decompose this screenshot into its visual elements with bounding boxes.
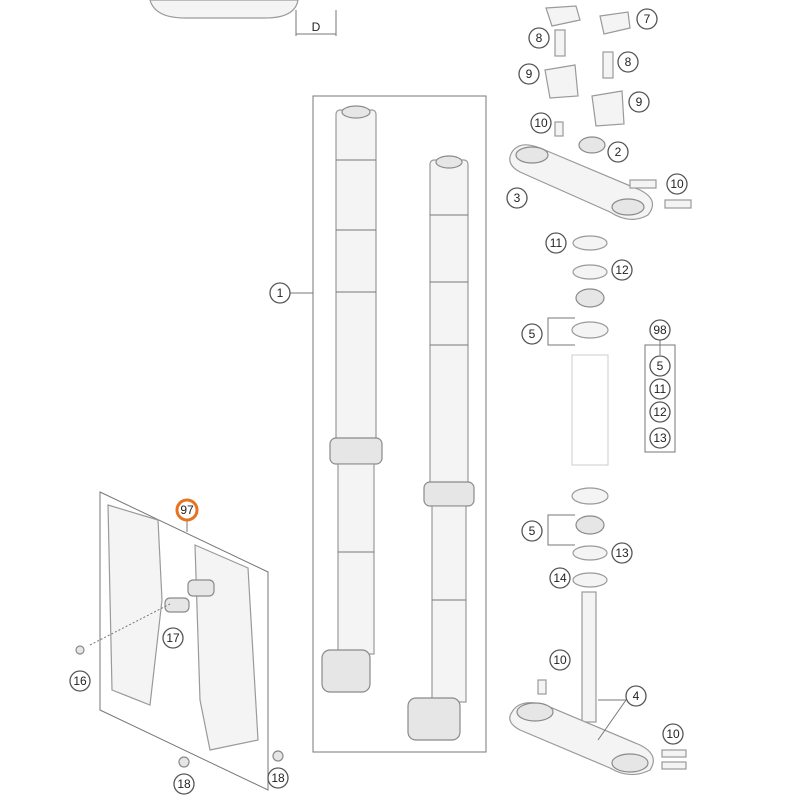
callout-circle [649, 319, 671, 341]
callout-circle [625, 685, 647, 707]
callout-number: 10 [666, 727, 680, 741]
callout-circle [521, 520, 543, 542]
callout-10: 10 [666, 173, 688, 195]
callout-number: 2 [615, 145, 622, 159]
callout-number: 10 [670, 177, 684, 191]
callout-number: 5 [529, 524, 536, 538]
callout-circle [617, 51, 639, 73]
callout-circle [649, 355, 671, 377]
callout-14: 14 [549, 567, 571, 589]
callout-18: 18 [267, 767, 289, 789]
callout-10: 10 [530, 112, 552, 134]
callout-13: 13 [649, 427, 671, 449]
callout-98: 98 [649, 319, 671, 341]
callout-number: 9 [526, 67, 533, 81]
callout-circle [662, 723, 684, 745]
callout-circle [162, 627, 184, 649]
callout-number: 97 [180, 503, 194, 517]
callout-circle [649, 378, 671, 400]
callout-circle [649, 401, 671, 423]
callout-circle [267, 767, 289, 789]
callout-9: 9 [518, 63, 540, 85]
callout-number: 14 [553, 571, 567, 585]
fork-group-frame [312, 95, 487, 753]
callout-circle [611, 542, 633, 564]
callout-circle [528, 27, 550, 49]
callout-number: 11 [654, 382, 667, 396]
callout-number: 13 [653, 431, 667, 445]
callout-circle [649, 427, 671, 449]
callout-number: 10 [534, 116, 548, 130]
callout-number: 10 [553, 653, 567, 667]
callout-7: 7 [636, 8, 658, 30]
callout-circle [506, 187, 528, 209]
callout-11: 11 [649, 378, 671, 400]
callout-circle [269, 282, 291, 304]
callout-number: 5 [529, 327, 536, 341]
callout-circle [521, 323, 543, 345]
callout-circle [518, 63, 540, 85]
callout-number: 12 [653, 405, 667, 419]
callout-number: 98 [653, 323, 667, 337]
callout-number: 8 [625, 55, 632, 69]
callout-97: 97 [175, 498, 199, 522]
callout-17: 17 [162, 627, 184, 649]
callout-circle [545, 232, 567, 254]
callout-5: 5 [521, 323, 543, 345]
callout-16: 16 [69, 670, 91, 692]
callout-number: 5 [657, 359, 664, 373]
steering-bearings [547, 235, 609, 588]
callout-1: 1 [269, 282, 291, 304]
callout-number: 4 [633, 689, 640, 703]
callout-12: 12 [649, 401, 671, 423]
callout-number: 13 [615, 546, 629, 560]
fork-leg-left [321, 105, 383, 693]
callout-number: 11 [550, 236, 563, 250]
callout-number: 18 [271, 771, 285, 785]
top-clamp-partial: D [149, 0, 337, 36]
callout-number: 3 [514, 191, 521, 205]
callout-18: 18 [173, 773, 195, 795]
fork-guard-kit [75, 491, 284, 791]
callout-number: 12 [615, 263, 629, 277]
callout-8: 8 [617, 51, 639, 73]
callout-circle [530, 112, 552, 134]
fork-leg-right [407, 155, 475, 741]
callout-10: 10 [549, 649, 571, 671]
callout-circle [173, 773, 195, 795]
callout-5: 5 [521, 520, 543, 542]
callout-circle [636, 8, 658, 30]
callout-circle [607, 141, 629, 163]
callout-number: 1 [277, 286, 284, 300]
callout-12: 12 [611, 259, 633, 281]
callout-number: 17 [166, 631, 180, 645]
upper-clamp-parts [509, 5, 692, 220]
callout-10: 10 [662, 723, 684, 745]
callout-11: 11 [545, 232, 567, 254]
callout-3: 3 [506, 187, 528, 209]
callout-number: 16 [73, 674, 87, 688]
callout-13: 13 [611, 542, 633, 564]
callout-circle [666, 173, 688, 195]
callout-8: 8 [528, 27, 550, 49]
callout-number: 18 [177, 777, 191, 791]
callout-circle [175, 498, 199, 522]
lower-clamp [509, 591, 687, 776]
callout-9: 9 [628, 91, 650, 113]
callout-circle [628, 91, 650, 113]
dimension-label: D [312, 20, 321, 34]
callout-2: 2 [607, 141, 629, 163]
callout-number: 7 [644, 12, 651, 26]
callout-number: 8 [536, 31, 543, 45]
callout-circle [549, 567, 571, 589]
callout-4: 4 [625, 685, 647, 707]
callout-number: 9 [636, 95, 643, 109]
callout-5: 5 [649, 355, 671, 377]
callout-circle [549, 649, 571, 671]
callout-circle [611, 259, 633, 281]
callout-circle [69, 670, 91, 692]
